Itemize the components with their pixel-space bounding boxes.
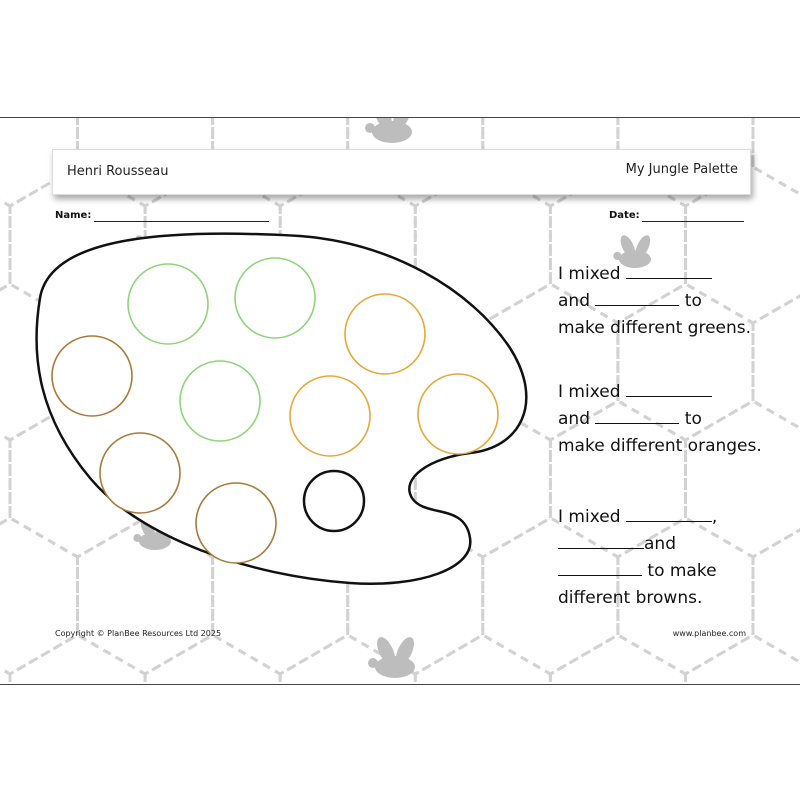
q1-text-2: and	[558, 291, 590, 311]
q2-text-1: I mixed	[558, 382, 621, 402]
hexagon-cell	[0, 516, 79, 676]
name-field[interactable]	[94, 221, 269, 222]
hexagon-cell	[211, 516, 350, 676]
q2-text-4: make different oranges.	[558, 436, 762, 456]
hexagon-cell	[548, 165, 687, 325]
q2-text-2: and	[558, 409, 590, 429]
hexagon-cell	[0, 198, 12, 292]
question-oranges: I mixed and to make different oranges.	[558, 379, 762, 460]
hexagon-cell	[481, 282, 620, 442]
hexagon-cell	[616, 282, 755, 442]
q1-text-1: I mixed	[558, 264, 621, 284]
paint-well-brown	[51, 335, 133, 417]
paint-well-orange	[289, 375, 371, 457]
header-title: My Jungle Palette	[625, 162, 738, 177]
footer-website[interactable]: www.planbee.com	[672, 629, 746, 638]
hexagon-cell	[413, 399, 552, 559]
paint-well-green	[179, 360, 261, 442]
hexagon-cell	[413, 165, 552, 325]
q3-text-2: and	[644, 534, 676, 554]
hexagon-cell	[481, 516, 620, 676]
q3-text-3: to make	[647, 561, 717, 581]
paint-well-brown	[195, 482, 277, 564]
palette-illustration	[35, 232, 528, 585]
question-browns: I mixed , and to make different browns.	[558, 504, 717, 612]
q3-blank-3[interactable]	[558, 559, 642, 576]
q1-blank-2[interactable]	[595, 289, 680, 306]
paint-well-green	[234, 257, 316, 339]
bee-icon	[613, 235, 651, 268]
q1-blank-1[interactable]	[625, 262, 712, 279]
q1-text-3: to	[684, 291, 702, 311]
q2-text-3: to	[684, 409, 702, 429]
paint-well-green	[127, 263, 209, 345]
bee-icon	[368, 637, 415, 678]
date-field[interactable]	[642, 221, 744, 222]
name-label: Name:	[55, 210, 92, 221]
footer-copyright: Copyright © PlanBee Resources Ltd 2025	[55, 629, 222, 638]
q3-blank-2[interactable]	[558, 532, 644, 549]
paint-well-brown	[99, 432, 181, 514]
hexagon-cell	[616, 516, 755, 676]
question-greens: I mixed and to make different greens.	[558, 261, 751, 342]
paint-well-orange	[344, 293, 426, 375]
header-bar: Henri Rousseau My Jungle Palette	[52, 149, 751, 195]
paint-well-black	[302, 469, 366, 533]
hexagon-cell	[548, 399, 687, 559]
date-label: Date:	[609, 210, 640, 221]
q2-blank-1[interactable]	[625, 380, 712, 397]
hexagon-cell	[76, 516, 215, 676]
q2-blank-2[interactable]	[595, 407, 680, 424]
q3-text-1: I mixed	[558, 507, 621, 527]
worksheet-page: Henri Rousseau My Jungle Palette Name: D…	[0, 117, 800, 685]
q3-text-4: different browns.	[558, 588, 703, 608]
hexagon-cell	[616, 118, 755, 208]
hexagon-cell	[346, 516, 485, 676]
q3-blank-1[interactable]	[625, 505, 712, 522]
q1-text-4: make different greens.	[558, 318, 752, 338]
hexagon-cell	[0, 432, 12, 526]
header-artist: Henri Rousseau	[67, 164, 169, 179]
paint-well-orange	[417, 373, 499, 455]
q3-comma: ,	[711, 507, 718, 527]
bee-icon	[365, 118, 412, 143]
